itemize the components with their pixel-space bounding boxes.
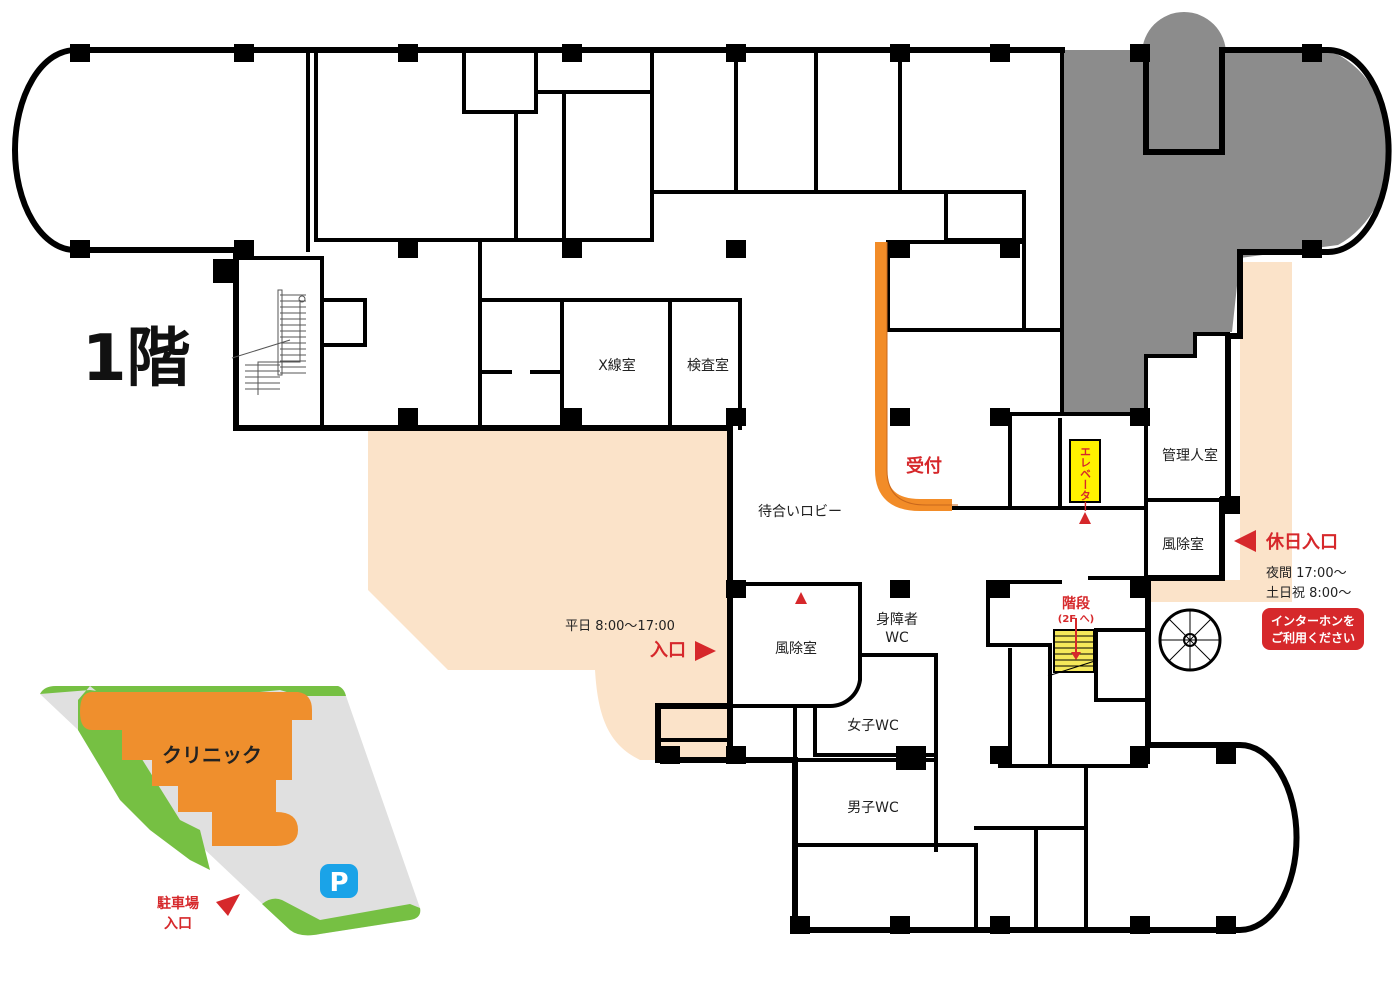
room-manager: 管理人室 [1162, 447, 1218, 464]
site-lawn-north [90, 686, 346, 696]
holiday-entrance-label: 休日入口 [1265, 531, 1338, 553]
intercom-notice-line2: ご利用ください [1271, 630, 1355, 645]
room-exam: 検査室 [687, 357, 729, 374]
site-lawn-west [40, 686, 210, 870]
site-map: クリニック P 駐車場 入口 [40, 686, 421, 936]
elevator [1069, 439, 1101, 503]
east-stairs [1047, 618, 1099, 677]
columns [70, 44, 1322, 934]
room-women-wc: 女子WC [847, 717, 899, 734]
parking-sign [320, 864, 358, 898]
stairs-label: 階段 [1062, 595, 1090, 612]
parking-entrance-line1: 駐車場 [157, 895, 199, 912]
holiday-hours-weekend: 土日祝 8:00〜 [1266, 586, 1351, 601]
room-men-wc: 男子WC [847, 800, 899, 816]
main-entrance-hours: 平日 8:00〜17:00 [565, 619, 675, 634]
outdoor-areas [368, 262, 1292, 760]
site-clinic-building [80, 692, 312, 846]
holiday-entrance-arrow [1234, 530, 1256, 552]
intercom-notice-line1: インターホンを [1271, 614, 1355, 628]
stairs-sublabel: (2F へ) [1058, 614, 1094, 625]
main-entrance-arrow [695, 641, 716, 661]
room-accessible-wc-line1: 身障者 [876, 612, 918, 628]
west-stairs [231, 285, 310, 395]
parking-entrance-line2: 入口 [164, 916, 192, 932]
outdoor-area-holiday-entrance [1148, 262, 1292, 602]
floor-label: 1階 [82, 322, 191, 396]
room-xray: X線室 [598, 357, 636, 374]
room-reception: 受付 [906, 455, 942, 477]
room-accessible-wc-line2: WC [885, 630, 909, 646]
interior-walls [234, 48, 1230, 932]
room-lobby: 待合いロビー [758, 504, 842, 520]
spiral-stair [1158, 608, 1222, 672]
parking-entrance-arrow [216, 894, 240, 916]
site-clinic-label: クリニック [162, 743, 262, 767]
vestibule-arrow [795, 592, 807, 604]
intercom-notice [1262, 608, 1364, 650]
elevator-arrow [1079, 512, 1091, 524]
main-entrance-label: 入口 [650, 640, 686, 661]
holiday-hours-night: 夜間 17:00〜 [1266, 566, 1347, 581]
parking-symbol: P [329, 868, 348, 898]
site-lawn-south [262, 898, 421, 936]
elevator-label: エレベーター [1079, 446, 1092, 512]
room-vestibule-main: 風除室 [775, 640, 817, 657]
outdoor-area-main-entrance [368, 428, 730, 760]
room-vestibule-east: 風除室 [1162, 536, 1204, 553]
